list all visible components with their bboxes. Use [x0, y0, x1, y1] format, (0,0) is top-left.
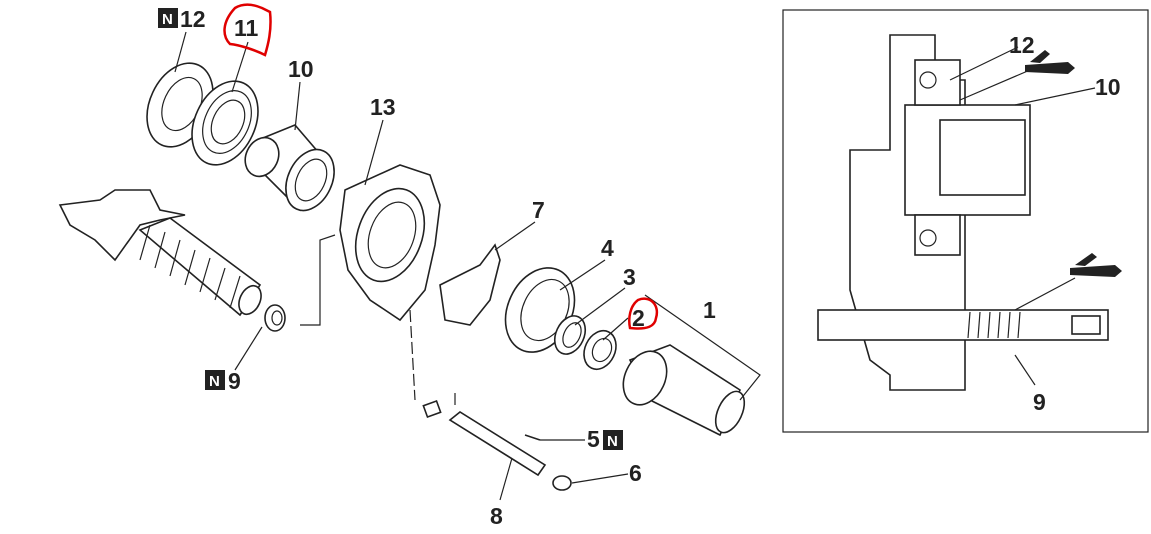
- part-8-shift-rod: [422, 393, 547, 477]
- part-11-bearing: [191, 80, 259, 166]
- part-2-bearing: [583, 329, 617, 371]
- svg-text:N: N: [209, 373, 220, 390]
- callout-12: N 12: [158, 6, 206, 32]
- inset-callout-9: 9: [1033, 389, 1046, 415]
- grease-gun-icon: [1070, 253, 1122, 277]
- callout-6: 6: [629, 460, 642, 486]
- part-3-ring: [553, 315, 587, 355]
- callout-13: 13: [370, 94, 396, 120]
- callout-4: 4: [601, 235, 614, 261]
- inset-callout-12: 12: [1009, 32, 1035, 58]
- boot-and-lever-assembly: [58, 189, 262, 317]
- part-5-pin: [524, 434, 541, 441]
- svg-text:N: N: [162, 11, 173, 28]
- part-10-roller-bearing: [244, 124, 335, 212]
- part-13-housing: [339, 164, 441, 322]
- part-6-nut: [552, 475, 572, 491]
- svg-text:5: 5: [587, 426, 600, 452]
- callout-7: 7: [532, 197, 545, 223]
- callout-9: N 9: [205, 368, 241, 394]
- grease-gun-icon: [1025, 50, 1075, 74]
- callout-8: 8: [490, 503, 503, 529]
- leader-lines: [174, 31, 761, 501]
- part-7-shift-fork: [439, 243, 501, 326]
- callout-3: 3: [623, 264, 636, 290]
- inset-callout-10: 10: [1095, 74, 1121, 100]
- callout-1: 1: [703, 297, 716, 323]
- callout-11: 11: [234, 15, 259, 41]
- highlight-circle-2: [628, 297, 659, 330]
- svg-text:N: N: [607, 433, 618, 450]
- svg-text:9: 9: [228, 368, 241, 394]
- part-9-seal: [264, 304, 286, 332]
- part-1-shaft: [622, 344, 746, 437]
- highlight-circle-11: [223, 3, 272, 57]
- svg-text:12: 12: [180, 6, 206, 32]
- callout-10: 10: [288, 56, 314, 82]
- callout-5: 5 N: [587, 426, 623, 452]
- callout-2: 2: [632, 305, 645, 331]
- inset-cross-section: 12 10 9: [782, 9, 1149, 433]
